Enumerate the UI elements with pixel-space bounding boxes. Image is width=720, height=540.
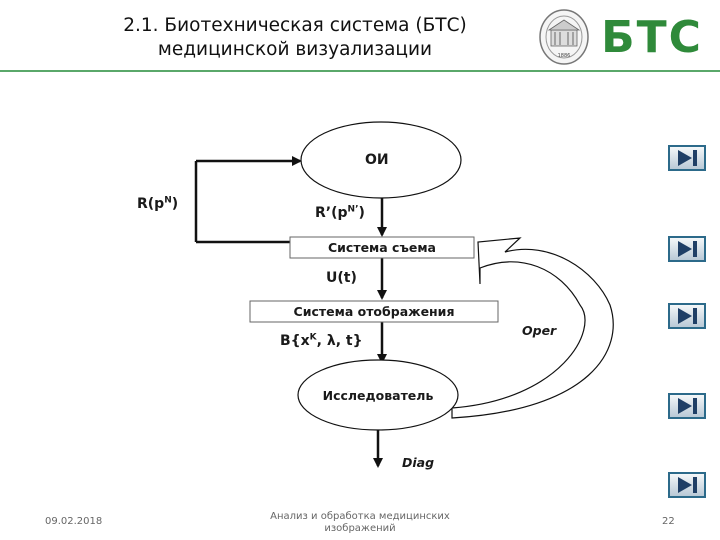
nav-button-1[interactable] [668,145,706,171]
footer-course-line-1: Анализ и обработка медицинских [270,511,450,522]
seal-year: 1886 [558,53,571,59]
oi-ellipse [300,121,462,199]
footer-course: Анализ и обработка медицинских изображен… [260,511,460,535]
system-display-label: Система отображения [293,304,455,319]
nav-button-5[interactable] [668,472,706,498]
title-line-1: 2.1. Биотехническая система (БТС) [123,15,467,36]
nav-button-2[interactable] [668,236,706,262]
nav-button-3[interactable] [668,303,706,329]
b-set-end: , λ, t} [316,333,363,349]
researcher-ellipse [297,359,459,431]
r-pn-label: R(pN) [137,196,178,212]
r-prime-label: R’(pN’) [315,205,365,221]
u-t-label: U(t) [326,270,357,286]
system-capture-label: Система съема [327,240,436,255]
system-display-box [249,300,499,323]
b-set-label: B{xK, λ, t} [280,333,363,349]
b-set-base: B{x [280,333,310,349]
bts-logo: БТС [601,12,703,60]
slide-title: 2.1. Биотехническая система (БТС) медици… [60,14,530,62]
oper-feedback-arrow [451,237,614,419]
end-icon [678,308,697,324]
oper-label: Oper [522,323,557,338]
r-pn-end: ) [171,196,179,212]
footer-course-line-2: изображений [324,523,396,534]
b-set-sup: K [309,332,317,343]
footer-date: 09.02.2018 [45,516,103,527]
r-pn-base: R(p [137,196,165,212]
end-icon [678,150,697,166]
end-icon [678,477,697,493]
r-prime-sup: N’ [347,204,359,215]
system-capture-box [289,236,475,259]
end-icon [678,398,697,414]
university-seal-logo: 1886 [539,9,589,65]
bts-logo-text: БТС [601,12,703,60]
r-prime-base: R’(p [315,205,348,221]
title-line-2: медицинской визуализации [157,39,433,60]
end-icon [678,241,697,257]
title-divider [0,70,720,72]
diag-label: Diag [402,455,435,470]
r-pn-sup: N [164,195,172,206]
researcher-label: Исследователь [322,388,434,403]
oi-label: ОИ [365,152,389,168]
nav-button-4[interactable] [668,393,706,419]
footer-page-number: 22 [662,516,675,527]
r-prime-end: ) [358,205,365,221]
